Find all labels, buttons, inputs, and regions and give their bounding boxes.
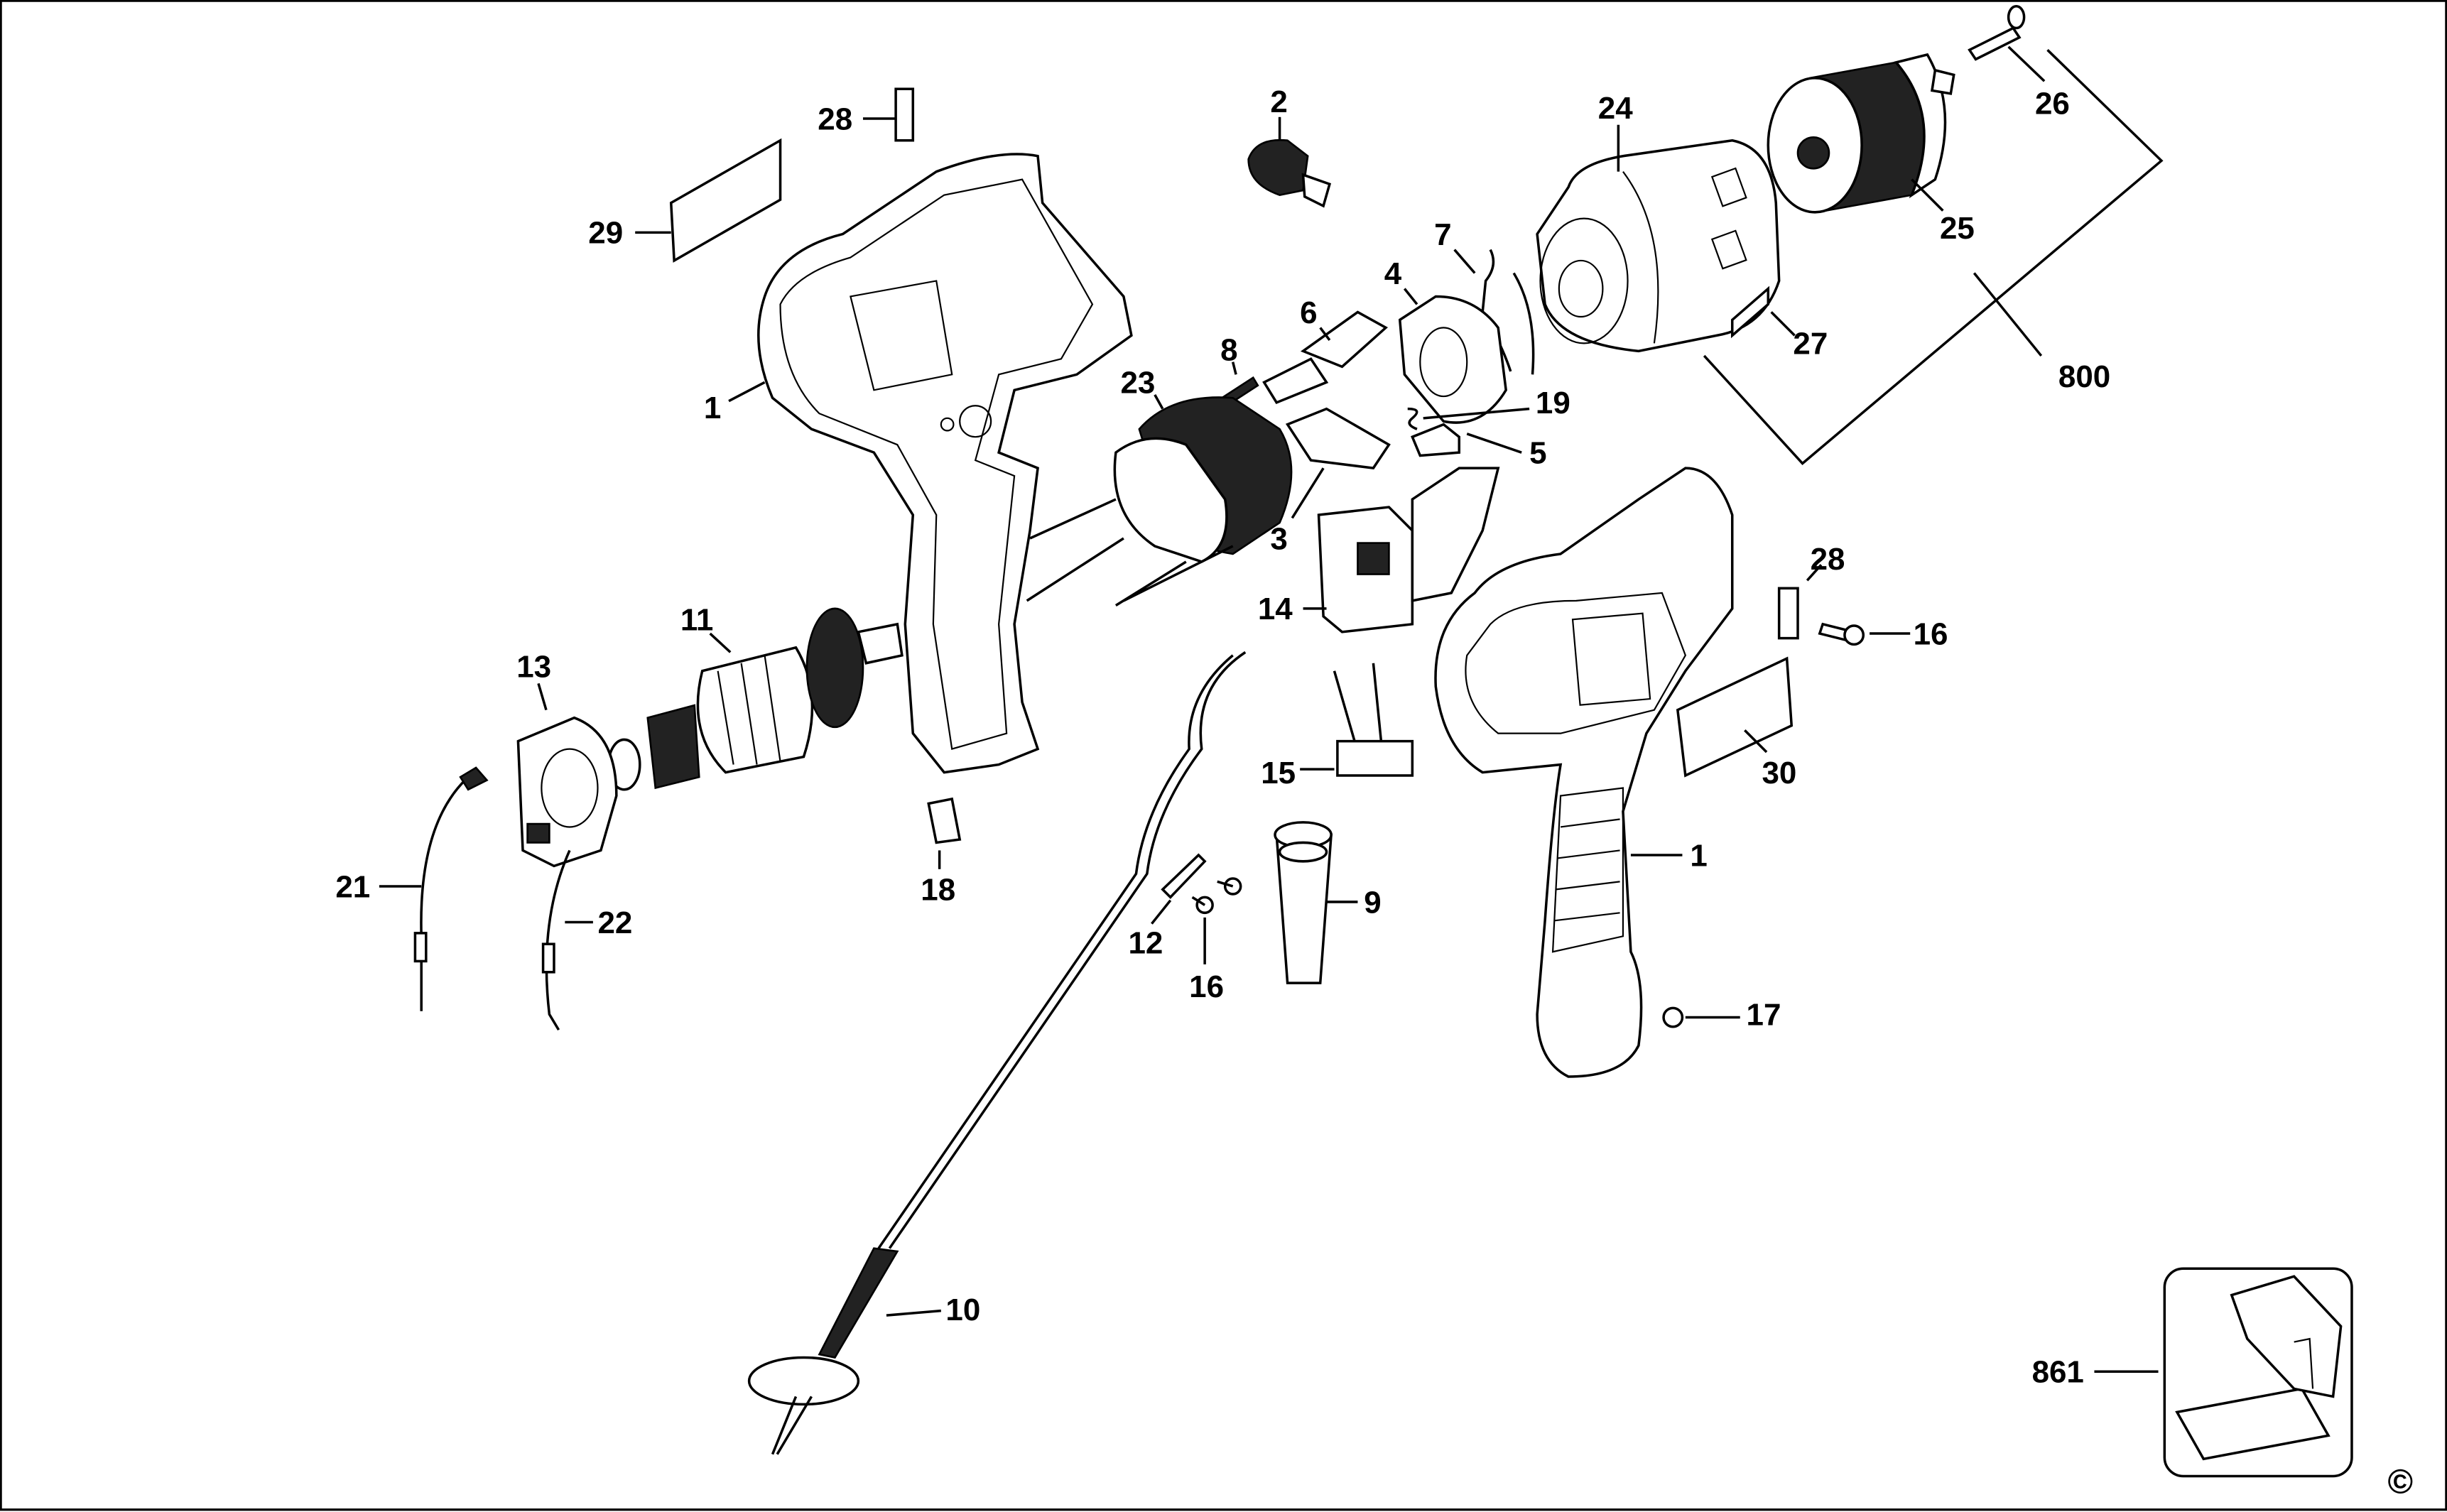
- cord-clip-18: [927, 797, 962, 844]
- gearbox-24: [1536, 138, 1781, 353]
- callout-28-right: 28: [1811, 542, 1845, 577]
- callout-6: 6: [1300, 295, 1317, 330]
- callout-800: 800: [2058, 359, 2110, 394]
- brushes-21-22: [413, 766, 571, 1030]
- callout-10: 10: [945, 1293, 980, 1327]
- callout-21: 21: [335, 869, 370, 904]
- chuck-screw-26: [1968, 5, 2026, 61]
- label-plate-28-right: [1777, 587, 1799, 640]
- callout-7: 7: [1434, 217, 1451, 252]
- label-plate-29: [669, 138, 782, 263]
- callout-29: 29: [588, 216, 623, 251]
- callout-23: 23: [1120, 366, 1155, 401]
- callout-14: 14: [1258, 592, 1293, 626]
- switch-button-6: [1262, 310, 1389, 405]
- callout-1-left: 1: [704, 391, 721, 425]
- callout-12: 12: [1128, 925, 1163, 960]
- callout-5: 5: [1529, 436, 1546, 471]
- capacitor-15: [1333, 663, 1414, 777]
- callout-16-right: 16: [1914, 616, 1948, 651]
- switch-cover-3: [1285, 407, 1391, 470]
- side-handle-9: [1274, 821, 1333, 984]
- brush-holder-5: [1411, 423, 1461, 457]
- power-cord-10: [747, 651, 1247, 1455]
- callout-4: 4: [1384, 256, 1402, 291]
- callout-9: 9: [1364, 885, 1381, 920]
- callout-16-left: 16: [1189, 969, 1224, 1004]
- callout-3: 3: [1270, 521, 1287, 556]
- callout-11: 11: [680, 603, 713, 638]
- callout-26: 26: [2035, 86, 2070, 121]
- direction-switch-2: [1247, 138, 1332, 208]
- chuck-25: [1767, 53, 1955, 214]
- callout-2: 2: [1270, 85, 1287, 119]
- callout-22: 22: [597, 905, 632, 940]
- screw-16-right: [1818, 622, 1865, 646]
- cord-clamp-12: [1161, 853, 1207, 899]
- label-plate-30: [1676, 656, 1794, 778]
- callout-17: 17: [1747, 998, 1781, 1033]
- callout-27: 27: [1793, 327, 1828, 361]
- callout-13: 13: [516, 650, 551, 685]
- field-stator-23: [1026, 396, 1293, 607]
- callout-25: 25: [1940, 211, 1975, 246]
- screw-16-left: [1191, 877, 1242, 915]
- callout-8: 8: [1220, 333, 1237, 368]
- callout-1-right: 1: [1690, 838, 1707, 873]
- armature-11: [607, 607, 904, 791]
- callout-15: 15: [1261, 756, 1296, 790]
- callout-30: 30: [1762, 756, 1796, 790]
- screw-17: [1662, 1006, 1684, 1028]
- copyright-symbol: ©: [2388, 1463, 2414, 1501]
- leader-lines: [379, 45, 2164, 1374]
- callout-labels: 28 29 2 24 26 25 7 4 6 8 23 1 19 5 27 80…: [335, 85, 2413, 1501]
- label-plate-27: [1730, 285, 1770, 339]
- callout-861: 861: [2032, 1355, 2084, 1390]
- bearing-plate-4: [1398, 295, 1507, 424]
- assembly-bracket-800: [1703, 49, 2164, 465]
- callout-28: 28: [818, 102, 852, 136]
- housing-left-half: [757, 153, 1133, 774]
- housing-right-half: [1434, 467, 1734, 1078]
- callout-24: 24: [1598, 91, 1633, 126]
- callout-18: 18: [921, 873, 955, 908]
- kitbox-861-inset: [2163, 1267, 2353, 1478]
- spring-19: [1407, 407, 1418, 430]
- switch-14: [1317, 467, 1500, 633]
- label-plate-28-top: [894, 87, 915, 142]
- callout-19: 19: [1536, 386, 1570, 420]
- brush-plate-13: [516, 716, 618, 868]
